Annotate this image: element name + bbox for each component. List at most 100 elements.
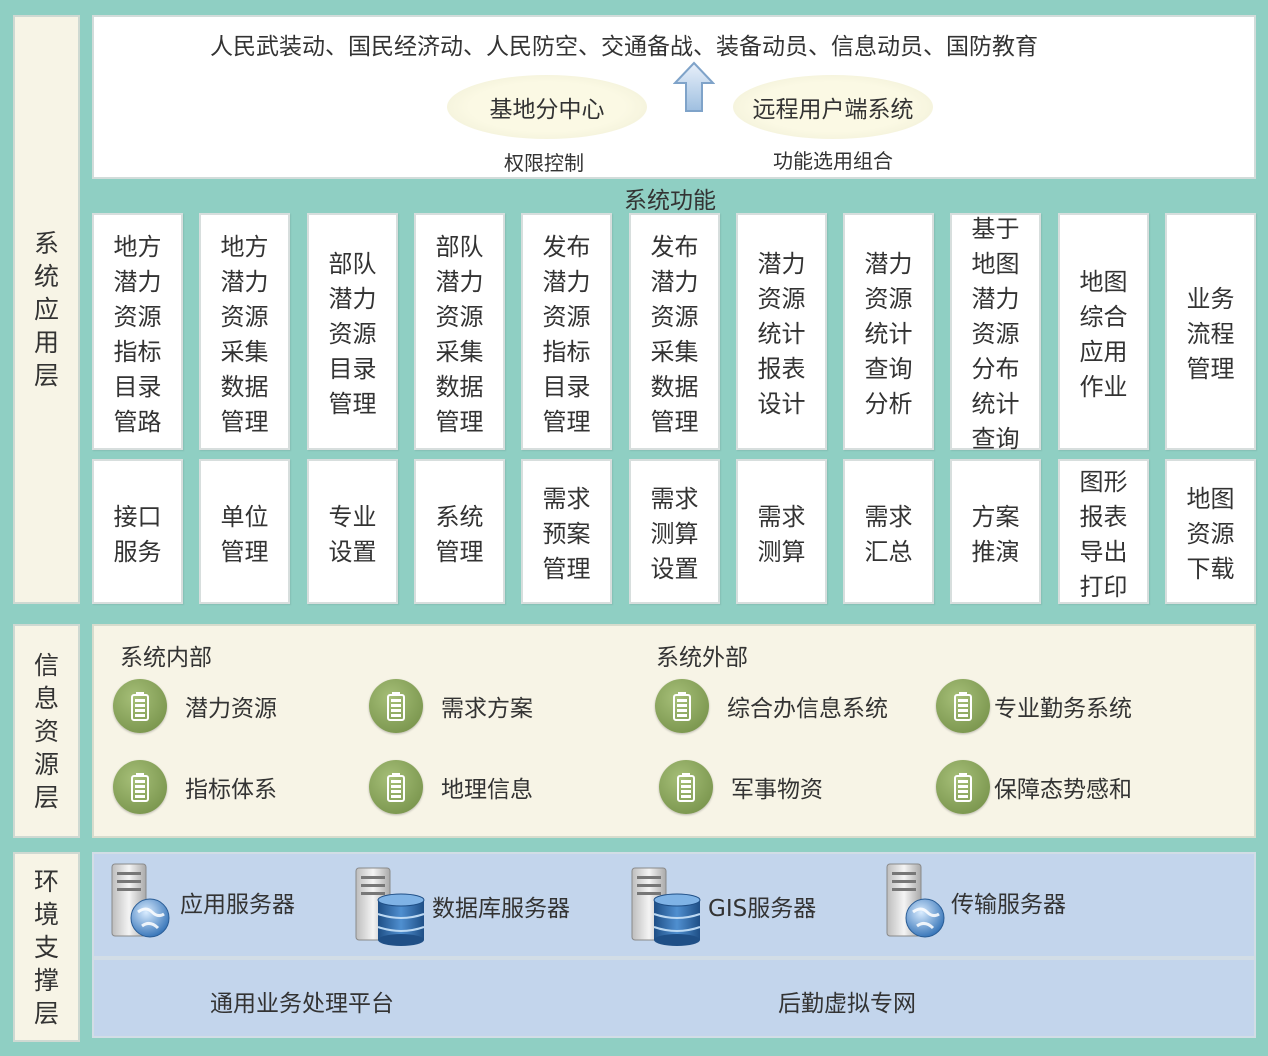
function-label: 方案推演 xyxy=(971,502,1020,566)
function-label: 单位管理 xyxy=(220,502,269,566)
up-arrow-icon xyxy=(673,61,715,112)
function-label: 地图综合应用作业 xyxy=(1079,267,1128,401)
layer-char: 应 xyxy=(33,295,59,324)
layer-label-app: 系 统 应 用 层 xyxy=(13,15,80,604)
function-cell: 需求测算设置 xyxy=(629,459,720,604)
function-cell: 地图综合应用作业 xyxy=(1058,213,1149,450)
function-label: 基于地图潜力资源分布统计查询 xyxy=(971,215,1020,453)
remote-system-ellipse: 远程用户端系统 xyxy=(733,75,933,139)
function-label: 需求预案管理 xyxy=(542,485,591,583)
function-label: 需求汇总 xyxy=(864,502,913,566)
res-item: 综合办信息系统 xyxy=(655,679,888,733)
platform-panel: 通用业务处理平台 后勤虚拟专网 xyxy=(92,958,1256,1038)
function-label: 需求测算 xyxy=(757,502,806,566)
server-label: GIS服务器 xyxy=(708,896,817,922)
res-label: 专业勤务系统 xyxy=(994,696,1132,722)
battery-icon xyxy=(659,760,713,814)
layer-char: 环 xyxy=(33,866,59,896)
function-cell: 部队潜力资源目录管理 xyxy=(307,213,398,450)
layer-char: 支 xyxy=(33,932,59,962)
function-label: 部队潜力资源采集数据管理 xyxy=(435,232,484,436)
web-server-icon xyxy=(111,863,170,938)
res-item: 需求方案 xyxy=(369,679,533,733)
remote-system-label: 远程用户端系统 xyxy=(752,97,914,123)
function-label: 地图资源下载 xyxy=(1186,485,1235,583)
function-label: 地方潜力资源采集数据管理 xyxy=(220,232,269,436)
res-label: 潜力资源 xyxy=(185,696,277,722)
base-center-label: 基地分中心 xyxy=(489,97,605,123)
server-item: 传输服务器 xyxy=(883,860,1066,944)
res-item: 军事物资 xyxy=(659,760,823,814)
function-label: 专业设置 xyxy=(328,502,377,566)
function-cell: 需求汇总 xyxy=(843,459,934,604)
res-item: 指标体系 xyxy=(113,760,277,814)
permission-label: 权限控制 xyxy=(504,151,584,175)
function-label: 发布潜力资源采集数据管理 xyxy=(650,232,699,436)
server-label: 数据库服务器 xyxy=(432,896,570,922)
res-label: 指标体系 xyxy=(185,777,277,803)
function-label: 需求测算设置 xyxy=(650,485,699,583)
res-item: 潜力资源 xyxy=(113,679,277,733)
layer-char: 层 xyxy=(33,998,59,1028)
layer-char: 层 xyxy=(33,782,59,812)
layer-label-env: 环 境 支 撑 层 xyxy=(13,852,80,1042)
res-item: 地理信息 xyxy=(369,760,533,814)
battery-icon xyxy=(369,679,423,733)
res-item: 专业勤务系统 xyxy=(936,679,1132,733)
res-label: 保障态势感和 xyxy=(994,777,1132,803)
server-item: 数据库服务器 xyxy=(352,864,570,948)
res-item: 保障态势感和 xyxy=(936,760,1132,814)
layer-char: 境 xyxy=(33,899,59,929)
function-cell: 发布潜力资源采集数据管理 xyxy=(629,213,720,450)
gis-server-icon xyxy=(631,867,701,946)
battery-icon xyxy=(369,760,423,814)
function-combo-label: 功能选用组合 xyxy=(773,149,893,173)
function-cell: 接口服务 xyxy=(92,459,183,604)
function-cell: 发布潜力资源指标目录管理 xyxy=(521,213,612,450)
function-label: 潜力资源统计查询分析 xyxy=(864,250,913,418)
server-item: GIS服务器 xyxy=(628,864,816,948)
layer-char: 信 xyxy=(33,650,59,680)
function-label: 地方潜力资源指标目录管路 xyxy=(113,232,162,436)
battery-icon xyxy=(936,679,990,733)
base-center-ellipse: 基地分中心 xyxy=(447,75,647,139)
function-cell: 单位管理 xyxy=(199,459,290,604)
network-label: 后勤虚拟专网 xyxy=(778,991,916,1017)
function-cell: 方案推演 xyxy=(950,459,1041,604)
function-cell: 地图资源下载 xyxy=(1165,459,1256,604)
server-label: 应用服务器 xyxy=(180,892,295,918)
layer-char: 息 xyxy=(33,683,59,713)
internal-title: 系统内部 xyxy=(120,645,212,671)
layer-char: 资 xyxy=(33,716,59,746)
layer-char: 统 xyxy=(33,262,59,291)
function-label: 图形报表导出打印 xyxy=(1079,467,1128,601)
battery-icon xyxy=(113,760,167,814)
function-label: 潜力资源统计报表设计 xyxy=(757,250,806,418)
function-cell: 基于地图潜力资源分布统计查询 xyxy=(950,213,1041,453)
platform-label: 通用业务处理平台 xyxy=(210,991,394,1017)
battery-icon xyxy=(655,679,709,733)
web-server-icon xyxy=(886,863,945,938)
res-label: 军事物资 xyxy=(731,777,823,803)
res-label: 综合办信息系统 xyxy=(727,696,888,722)
battery-icon xyxy=(113,679,167,733)
layer-label-info: 信 息 资 源 层 xyxy=(13,624,80,838)
function-cell: 业务流程管理 xyxy=(1165,213,1256,450)
layer-char: 源 xyxy=(33,749,59,779)
function-label: 发布潜力资源指标目录管理 xyxy=(542,232,591,436)
layer-char: 层 xyxy=(33,361,59,390)
function-cell: 专业设置 xyxy=(307,459,398,604)
function-label: 部队潜力资源目录管理 xyxy=(328,250,377,418)
function-cell: 地方潜力资源采集数据管理 xyxy=(199,213,290,450)
function-label: 系统管理 xyxy=(435,502,484,566)
mobilization-text: 人民武装动、国民经济动、人民防空、交通备战、装备动员、信息动员、国防教育 xyxy=(210,34,1038,60)
server-item: 应用服务器 xyxy=(108,860,295,944)
function-label: 接口服务 xyxy=(113,502,162,566)
function-cell: 需求预案管理 xyxy=(521,459,612,604)
server-label: 传输服务器 xyxy=(951,892,1066,918)
layer-char: 撑 xyxy=(33,965,59,995)
function-cell: 系统管理 xyxy=(414,459,505,604)
database-server-icon xyxy=(355,867,425,946)
external-title: 系统外部 xyxy=(656,645,748,671)
function-cell: 潜力资源统计报表设计 xyxy=(736,213,827,450)
